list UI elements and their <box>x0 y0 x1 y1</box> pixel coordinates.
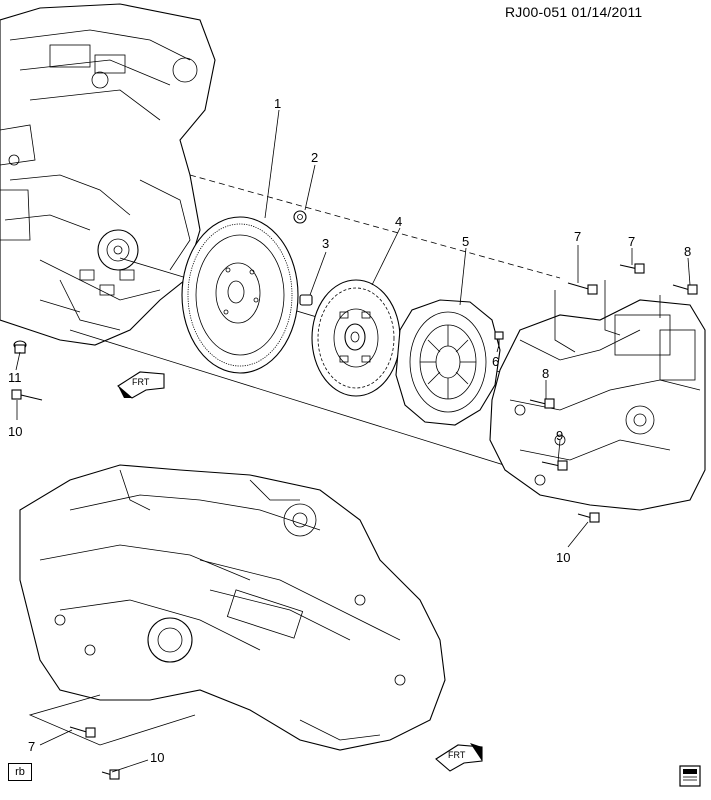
callout-7-a: 7 <box>574 229 581 244</box>
bolt-9 <box>541 460 568 471</box>
engine-block-bottom <box>19 464 446 751</box>
bolt-7-upper-b <box>619 263 645 274</box>
callout-11: 11 <box>8 370 22 385</box>
callout-10-a: 10 <box>556 550 570 565</box>
callout-labels: 1 2 3 4 5 6 7 7 8 8 9 10 10 11 7 10 <box>8 96 691 765</box>
callout-3: 3 <box>322 236 329 251</box>
callout-9: 9 <box>556 428 563 443</box>
bolt-10-top <box>11 389 43 401</box>
bolt-10-mid <box>577 512 600 523</box>
bolt-7-upper-a <box>567 282 598 295</box>
front-direction-arrow-icon: FRT <box>435 743 483 772</box>
bolt-8-mid <box>529 398 555 409</box>
callout-8-b: 8 <box>542 366 549 381</box>
svg-text:FRT: FRT <box>448 750 466 760</box>
pressure-plate <box>395 299 501 426</box>
callout-2: 2 <box>311 150 318 165</box>
engine-block-top <box>0 3 216 346</box>
svg-text:FRT: FRT <box>132 377 150 387</box>
pilot-bearing <box>293 210 307 224</box>
callout-5: 5 <box>462 234 469 249</box>
callout-8-a: 8 <box>684 244 691 259</box>
diagram-reference-code: RJ00-051 01/14/2011 <box>505 4 643 20</box>
book-icon <box>679 765 701 787</box>
callout-10-c: 10 <box>150 750 164 765</box>
callout-7-b: 7 <box>628 234 635 249</box>
leader-lines <box>15 109 691 773</box>
dowel-pin <box>299 294 313 306</box>
flywheel <box>181 216 299 374</box>
clutch-disc <box>311 279 401 397</box>
callout-4: 4 <box>395 214 402 229</box>
bolt-8-upper <box>672 284 698 295</box>
transmission-housing <box>489 299 706 511</box>
bolt-6 <box>494 331 504 348</box>
callout-10-b: 10 <box>8 424 22 439</box>
bolt-11 <box>13 340 27 354</box>
bolt-7-lower <box>69 726 96 738</box>
bolt-bracket-lines <box>554 280 661 353</box>
callout-6: 6 <box>492 354 499 369</box>
front-direction-arrow-icon: FRT <box>117 371 165 399</box>
callout-1: 1 <box>274 96 281 111</box>
bolt-10-lower <box>101 769 120 780</box>
callout-7-c: 7 <box>28 739 35 754</box>
bottom-bolt-bracket <box>28 694 196 746</box>
corner-tag: rb <box>8 763 32 781</box>
